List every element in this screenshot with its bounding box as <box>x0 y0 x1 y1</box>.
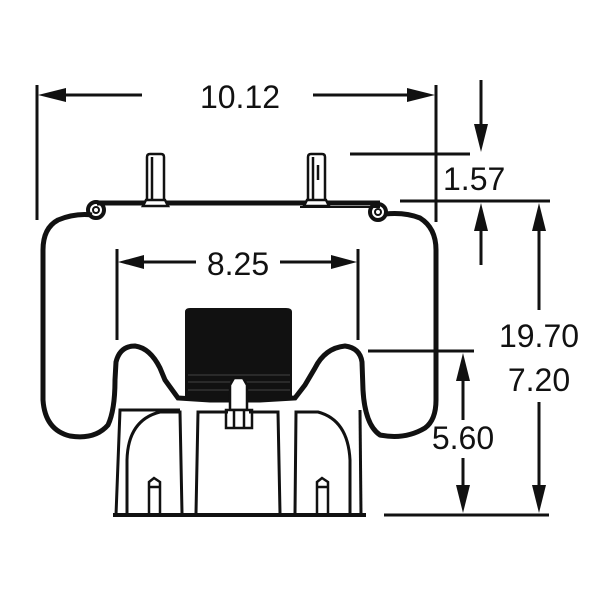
dim-label-min-height: 7.20 <box>508 362 570 398</box>
top-stud-right <box>301 152 332 208</box>
center-bolt <box>224 376 254 430</box>
top-stud-left <box>140 152 171 208</box>
dim-label-lobe-height: 5.60 <box>432 420 494 456</box>
dimension-19-70-7-20 <box>384 203 549 517</box>
piston-body <box>113 408 366 517</box>
dimension-10-12 <box>35 85 438 222</box>
dimension-5-60 <box>368 349 474 513</box>
dim-label-overall-width: 10.12 <box>200 79 280 115</box>
piston-pin-right <box>315 476 330 513</box>
dim-label-top-stud-height: 1.57 <box>443 161 505 197</box>
bead-plate <box>86 200 388 222</box>
dimension-1-57 <box>350 80 550 265</box>
dim-label-piston-width: 8.25 <box>207 246 269 282</box>
dimension-8-25 <box>115 249 360 340</box>
piston-pin-left <box>147 476 162 513</box>
dim-label-max-height: 19.70 <box>499 318 579 354</box>
